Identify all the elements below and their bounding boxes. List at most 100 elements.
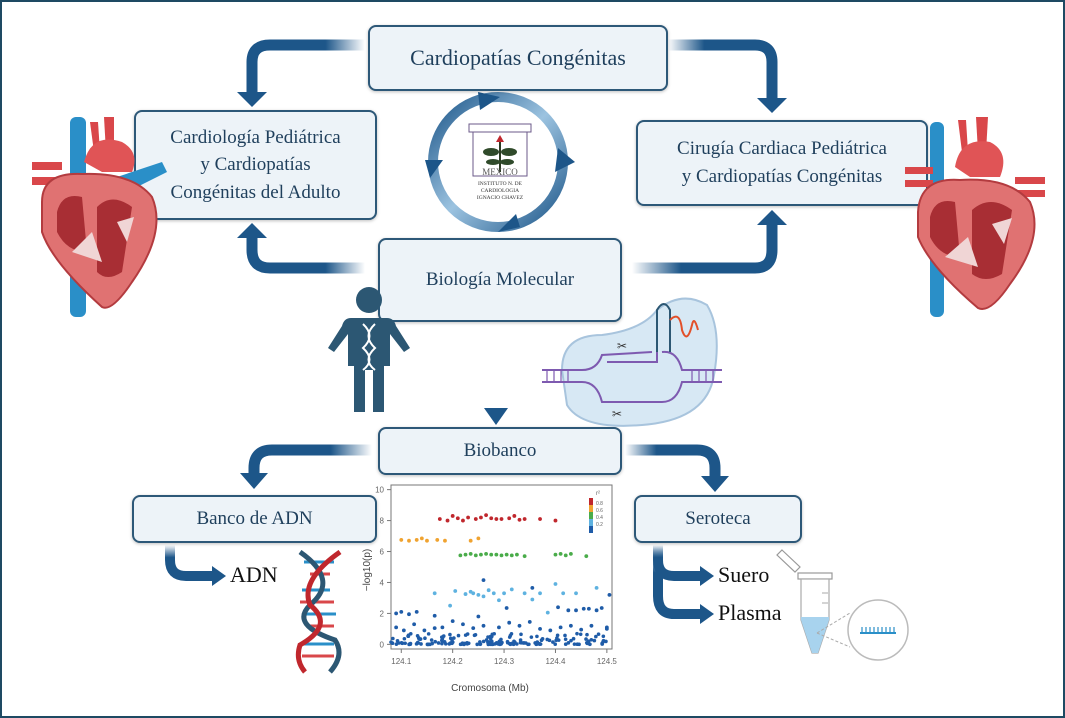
data-point	[401, 628, 406, 633]
data-point	[433, 639, 438, 644]
data-point	[594, 608, 599, 613]
data-point	[440, 625, 445, 630]
y-tick-label: 0	[380, 640, 385, 649]
data-point	[476, 614, 481, 619]
data-point	[529, 635, 534, 639]
data-point	[551, 640, 555, 644]
data-point	[538, 642, 543, 646]
data-point	[458, 553, 463, 558]
data-point	[402, 636, 407, 641]
data-point	[407, 538, 411, 543]
data-point	[522, 591, 527, 596]
data-point	[414, 609, 419, 614]
arrow-cardiopatias-to-cirugia	[668, 39, 778, 98]
data-point	[468, 538, 473, 543]
x-tick-label: 124.5	[597, 657, 618, 666]
node-cirugia-cardiaca[interactable]: Cirugía Cardiaca Pediátrica y Cardiopatí…	[636, 120, 928, 206]
y-tick-label: 2	[380, 609, 385, 618]
data-point	[589, 637, 594, 642]
data-point	[548, 628, 553, 633]
heart-illustration-left	[32, 117, 167, 317]
data-point	[486, 642, 491, 647]
data-point	[494, 552, 499, 557]
data-point	[518, 638, 523, 642]
data-point	[599, 606, 604, 610]
data-point	[563, 637, 568, 642]
data-point	[558, 625, 563, 630]
data-point	[555, 636, 559, 640]
data-point	[486, 588, 491, 593]
node-banco-de-adn[interactable]: Banco de ADN	[132, 495, 377, 543]
node-biobanco[interactable]: Biobanco	[378, 427, 622, 475]
data-point	[538, 591, 542, 596]
data-point	[499, 517, 504, 521]
arrow-banco-to-adn	[165, 545, 212, 581]
data-point	[519, 632, 523, 637]
data-point	[399, 609, 404, 614]
data-point	[517, 517, 522, 522]
data-point	[468, 551, 473, 556]
data-point	[505, 639, 510, 644]
data-point	[423, 636, 427, 641]
data-point	[463, 592, 468, 596]
data-point	[586, 606, 591, 611]
arrow-biologia-to-cirugia	[632, 225, 778, 274]
data-point	[512, 639, 516, 644]
data-point	[566, 641, 571, 645]
data-point	[491, 591, 496, 596]
data-point	[578, 632, 583, 637]
arrow-biobanco-to-seroteca	[625, 444, 721, 478]
data-point	[492, 631, 496, 636]
data-point	[604, 626, 609, 631]
data-point	[414, 538, 419, 542]
data-point	[504, 552, 509, 557]
data-point	[568, 623, 573, 628]
data-point	[432, 591, 437, 596]
data-point	[547, 638, 552, 643]
data-point	[452, 636, 456, 640]
data-point	[594, 585, 599, 590]
data-point	[394, 611, 399, 616]
data-point	[429, 638, 434, 642]
data-point	[556, 605, 560, 610]
scissors-icon: ✂	[617, 339, 627, 353]
data-point	[462, 641, 467, 646]
data-point	[534, 642, 539, 646]
data-point	[527, 620, 532, 624]
data-point	[553, 552, 558, 557]
node-cardiopatias-congenitas[interactable]: Cardiopatías Congénitas	[368, 25, 668, 91]
label-suero: Suero	[718, 562, 770, 587]
data-point	[478, 642, 483, 646]
data-point	[553, 518, 558, 523]
x-tick-label: 124.1	[391, 657, 412, 666]
data-point	[400, 641, 405, 646]
node-seroteca[interactable]: Seroteca	[634, 495, 802, 543]
y-tick-label: 10	[375, 486, 384, 495]
data-point	[494, 517, 499, 521]
sample-tube-icon	[776, 549, 909, 661]
data-point	[481, 639, 486, 644]
data-point	[432, 613, 437, 618]
data-point	[455, 516, 460, 521]
data-point	[476, 536, 481, 541]
legend-title: r²	[596, 491, 600, 497]
x-tick-label: 124.3	[494, 657, 515, 666]
data-point	[515, 552, 519, 557]
svg-text:IGNACIO CHAVEZ: IGNACIO CHAVEZ	[477, 195, 524, 201]
data-point	[584, 554, 589, 559]
data-point	[450, 639, 454, 643]
data-point	[563, 642, 568, 647]
node-cardiologia-pediatrica[interactable]: Cardiología Pediátrica y Cardiopatías Co…	[134, 110, 377, 220]
data-point	[436, 641, 441, 645]
node-biologia-molecular[interactable]: Biología Molecular	[378, 238, 622, 322]
legend-color-swatch	[589, 526, 593, 533]
data-point	[461, 622, 465, 627]
svg-text:CARDIOLOGIA: CARDIOLOGIA	[481, 188, 519, 194]
data-point	[566, 608, 571, 613]
data-point	[545, 610, 550, 615]
data-point	[488, 634, 493, 639]
data-point	[596, 632, 601, 637]
data-point	[490, 639, 494, 644]
logo-country: MEXICO	[482, 167, 518, 177]
data-point	[448, 636, 453, 641]
